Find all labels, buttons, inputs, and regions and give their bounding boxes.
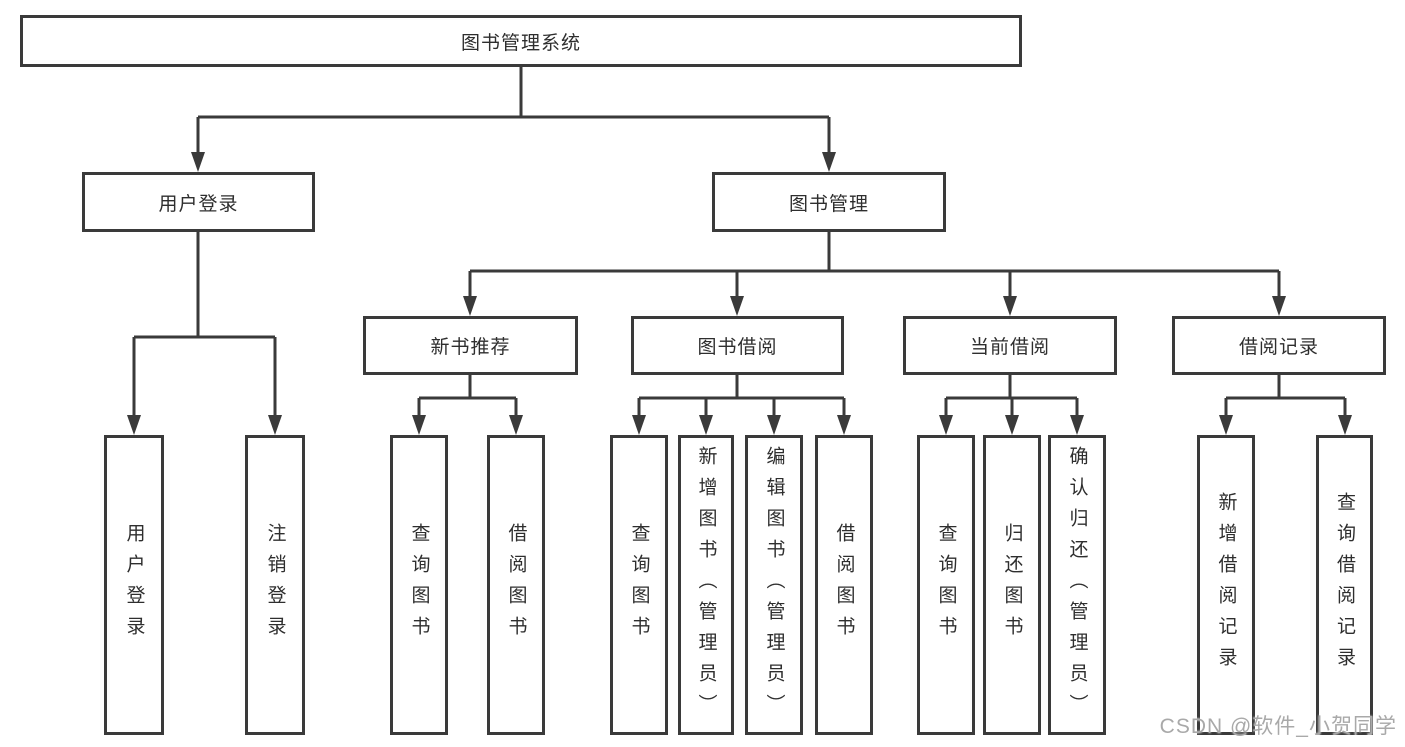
leaf-label: 查询图书 xyxy=(408,523,430,647)
leaf-label: 新增借阅记录 xyxy=(1215,492,1237,678)
node-borrowing-records: 借阅记录 xyxy=(1172,316,1386,375)
leaf-label: 借阅图书 xyxy=(833,523,855,647)
leaf-borrow-books-recommend: 借阅图书 xyxy=(487,435,545,735)
leaf-label: 借阅图书 xyxy=(505,523,527,647)
node-book-borrowing: 图书借阅 xyxy=(631,316,844,375)
csdn-watermark: CSDN @软件_小贺同学 xyxy=(1159,715,1397,738)
leaf-query-books-borrow: 查询图书 xyxy=(610,435,668,735)
leaf-label: 归还图书 xyxy=(1001,523,1023,647)
leaf-label: 确认归还（管理员） xyxy=(1066,445,1088,725)
leaf-label: 用户登录 xyxy=(123,523,145,647)
leaf-label: 编辑图书（管理员） xyxy=(763,445,785,725)
leaf-label: 查询借阅记录 xyxy=(1334,492,1355,678)
leaf-label: 查询图书 xyxy=(935,523,957,647)
leaf-query-borrow-record: 查询借阅记录 xyxy=(1316,435,1373,735)
leaf-borrow-books: 借阅图书 xyxy=(815,435,873,735)
leaf-add-books-admin: 新增图书（管理员） xyxy=(678,435,734,735)
node-current-borrowing: 当前借阅 xyxy=(903,316,1117,375)
node-book-management-module: 图书管理 xyxy=(712,172,946,232)
leaf-add-borrow-record: 新增借阅记录 xyxy=(1197,435,1255,735)
leaf-return-books: 归还图书 xyxy=(983,435,1041,735)
node-new-book-recommendation: 新书推荐 xyxy=(363,316,578,375)
node-root-system: 图书管理系统 xyxy=(20,15,1022,67)
leaf-edit-books-admin: 编辑图书（管理员） xyxy=(745,435,803,735)
leaf-label: 查询图书 xyxy=(628,523,650,647)
leaf-label: 新增图书（管理员） xyxy=(695,445,717,725)
leaf-label: 注销登录 xyxy=(264,523,286,647)
node-user-login-module: 用户登录 xyxy=(82,172,315,232)
leaf-logout: 注销登录 xyxy=(245,435,305,735)
leaf-confirm-return-admin: 确认归还（管理员） xyxy=(1048,435,1106,735)
leaf-query-books-recommend: 查询图书 xyxy=(390,435,448,735)
leaf-user-login: 用户登录 xyxy=(104,435,164,735)
leaf-query-books-current: 查询图书 xyxy=(917,435,975,735)
